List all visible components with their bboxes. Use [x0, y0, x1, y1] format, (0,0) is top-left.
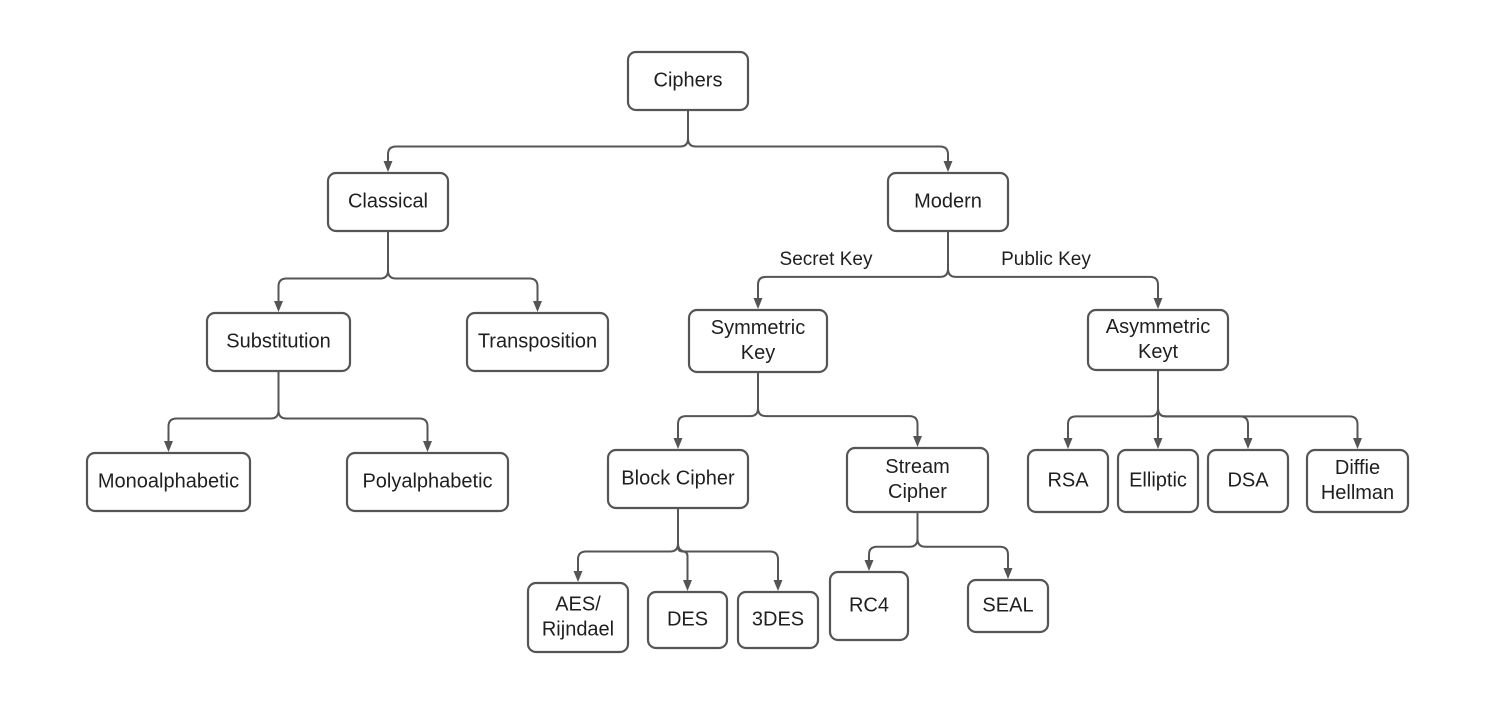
node-rsa[interactable]: RSA [1026, 448, 1110, 514]
node-ciphers-label: Ciphers [654, 69, 723, 91]
edge-blockcipher-to-tripledes [677, 508, 783, 591]
node-asymmetric-label: Asymmetric [1106, 316, 1210, 338]
node-rsa-label: RSA [1047, 469, 1089, 491]
node-polyalphabetic[interactable]: Polyalphabetic [345, 451, 510, 513]
node-polyalphabetic-label: Polyalphabetic [362, 470, 492, 492]
node-aes-box[interactable] [526, 581, 630, 654]
node-asymmetric-label: Keyt [1138, 341, 1178, 363]
node-aes-label: AES/ [555, 593, 601, 615]
node-modern[interactable]: Modern [886, 171, 1010, 233]
node-asymmetric-box[interactable] [1086, 308, 1230, 372]
edge-ciphers-to-classical [383, 110, 689, 172]
node-blockcipher-box[interactable] [606, 448, 750, 510]
edge-asymmetric-to-diffiehellman [1157, 370, 1362, 449]
node-elliptic-box[interactable] [1116, 448, 1200, 514]
node-seal-label: SEAL [982, 594, 1033, 616]
node-classical-label: Classical [348, 190, 428, 212]
node-streamcipher-label: Stream [885, 456, 949, 478]
node-polyalphabetic-box[interactable] [345, 451, 510, 513]
node-modern-box[interactable] [886, 171, 1010, 233]
edge-substitution-to-polyalphabetic [277, 371, 432, 452]
node-modern-label: Modern [914, 190, 982, 212]
node-rc4-box[interactable] [828, 570, 910, 642]
node-substitution-box[interactable] [205, 311, 352, 373]
node-aes[interactable]: AES/Rijndael [526, 581, 630, 654]
node-blockcipher-label: Block Cipher [621, 467, 735, 489]
edge-ciphers-to-modern [687, 110, 953, 172]
node-monoalphabetic-label: Monoalphabetic [98, 470, 239, 492]
node-monoalphabetic[interactable]: Monoalphabetic [85, 451, 252, 513]
node-diffiehellman-label: Hellman [1321, 482, 1394, 504]
node-symmetric-label: Key [741, 342, 775, 364]
node-elliptic[interactable]: Elliptic [1116, 448, 1200, 514]
node-dsa-label: DSA [1227, 469, 1269, 491]
edge-asymmetric-to-dsa [1157, 370, 1253, 449]
node-substitution[interactable]: Substitution [205, 311, 352, 373]
node-classical-box[interactable] [326, 171, 450, 233]
node-des-box[interactable] [646, 590, 729, 650]
node-des-label: DES [667, 608, 708, 630]
node-monoalphabetic-box[interactable] [85, 451, 252, 513]
edge-modern-to-asymmetric [947, 231, 1163, 309]
node-streamcipher-label: Cipher [888, 481, 947, 503]
node-symmetric-label: Symmetric [711, 317, 805, 339]
node-rc4[interactable]: RC4 [828, 570, 910, 642]
edge-asymmetric-to-rsa [1063, 370, 1159, 449]
node-symmetric-box[interactable] [687, 308, 829, 374]
node-seal-box[interactable] [966, 578, 1050, 634]
node-transposition-label: Transposition [478, 330, 597, 352]
edge-substitution-to-monoalphabetic [164, 371, 280, 452]
node-substitution-label: Substitution [226, 330, 331, 352]
edge-classical-to-transposition [387, 231, 542, 312]
node-diffiehellman-box[interactable] [1305, 448, 1410, 514]
node-dsa-box[interactable] [1206, 448, 1290, 514]
node-transposition[interactable]: Transposition [465, 311, 610, 373]
node-ciphers[interactable]: Ciphers [626, 50, 750, 112]
node-rc4-label: RC4 [849, 594, 889, 616]
edge-labels-layer: Secret Key Public Key [773, 247, 1099, 273]
node-ciphers-box[interactable] [626, 50, 750, 112]
node-aes-label: Rijndael [542, 618, 614, 640]
node-transposition-box[interactable] [465, 311, 610, 373]
node-elliptic-label: Elliptic [1129, 469, 1187, 491]
node-streamcipher-box[interactable] [845, 446, 990, 514]
node-tripledes-label: 3DES [752, 608, 804, 630]
edge-classical-to-substitution [274, 231, 389, 312]
public-key-label: Public Key [993, 247, 1099, 273]
edges-layer [164, 110, 1362, 591]
node-des[interactable]: DES [646, 590, 729, 650]
edge-streamcipher-to-rc4 [864, 512, 919, 571]
node-blockcipher[interactable]: Block Cipher [606, 448, 750, 510]
node-diffiehellman-label: Diffie [1335, 457, 1380, 479]
edge-symmetric-to-blockcipher [673, 372, 759, 449]
node-classical[interactable]: Classical [326, 171, 450, 233]
secret-key-label-text: Secret Key [780, 249, 873, 270]
public-key-label-text: Public Key [1001, 249, 1091, 270]
node-tripledes[interactable]: 3DES [736, 590, 820, 650]
node-rsa-box[interactable] [1026, 448, 1110, 514]
edge-blockcipher-to-aes [573, 508, 679, 582]
secret-key-label: Secret Key [773, 247, 879, 273]
node-dsa[interactable]: DSA [1206, 448, 1290, 514]
node-tripledes-box[interactable] [736, 590, 820, 650]
edge-symmetric-to-streamcipher [757, 372, 922, 447]
node-seal[interactable]: SEAL [966, 578, 1050, 634]
edge-streamcipher-to-seal [916, 512, 1013, 579]
